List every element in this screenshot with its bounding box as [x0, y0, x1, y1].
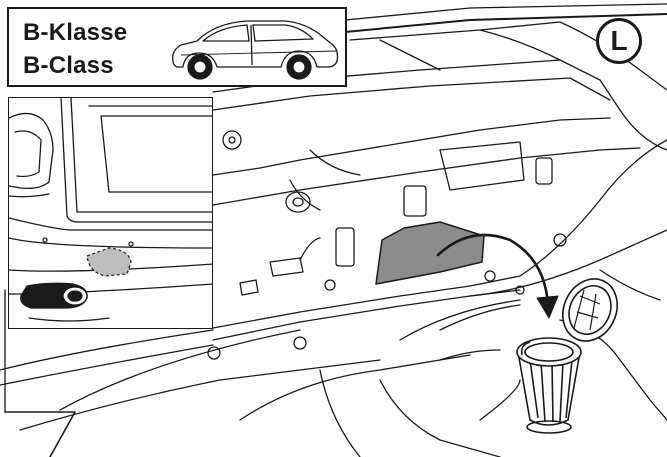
curved-arrow-icon: [436, 233, 550, 307]
rear-view-illustration: [9, 98, 212, 322]
step-badge: L: [596, 18, 642, 64]
model-title-english: B-Class: [23, 52, 114, 79]
rear-view-inset: [8, 97, 213, 329]
removable-part: [375, 221, 485, 285]
model-title-box: B-Klasse B-Class: [7, 7, 347, 87]
model-title-german: B-Klasse: [23, 19, 128, 46]
trash-can-icon: [516, 278, 618, 434]
car-side-icon: [172, 20, 339, 80]
highlighted-area: [86, 247, 132, 277]
step-badge-letter: L: [610, 25, 628, 56]
